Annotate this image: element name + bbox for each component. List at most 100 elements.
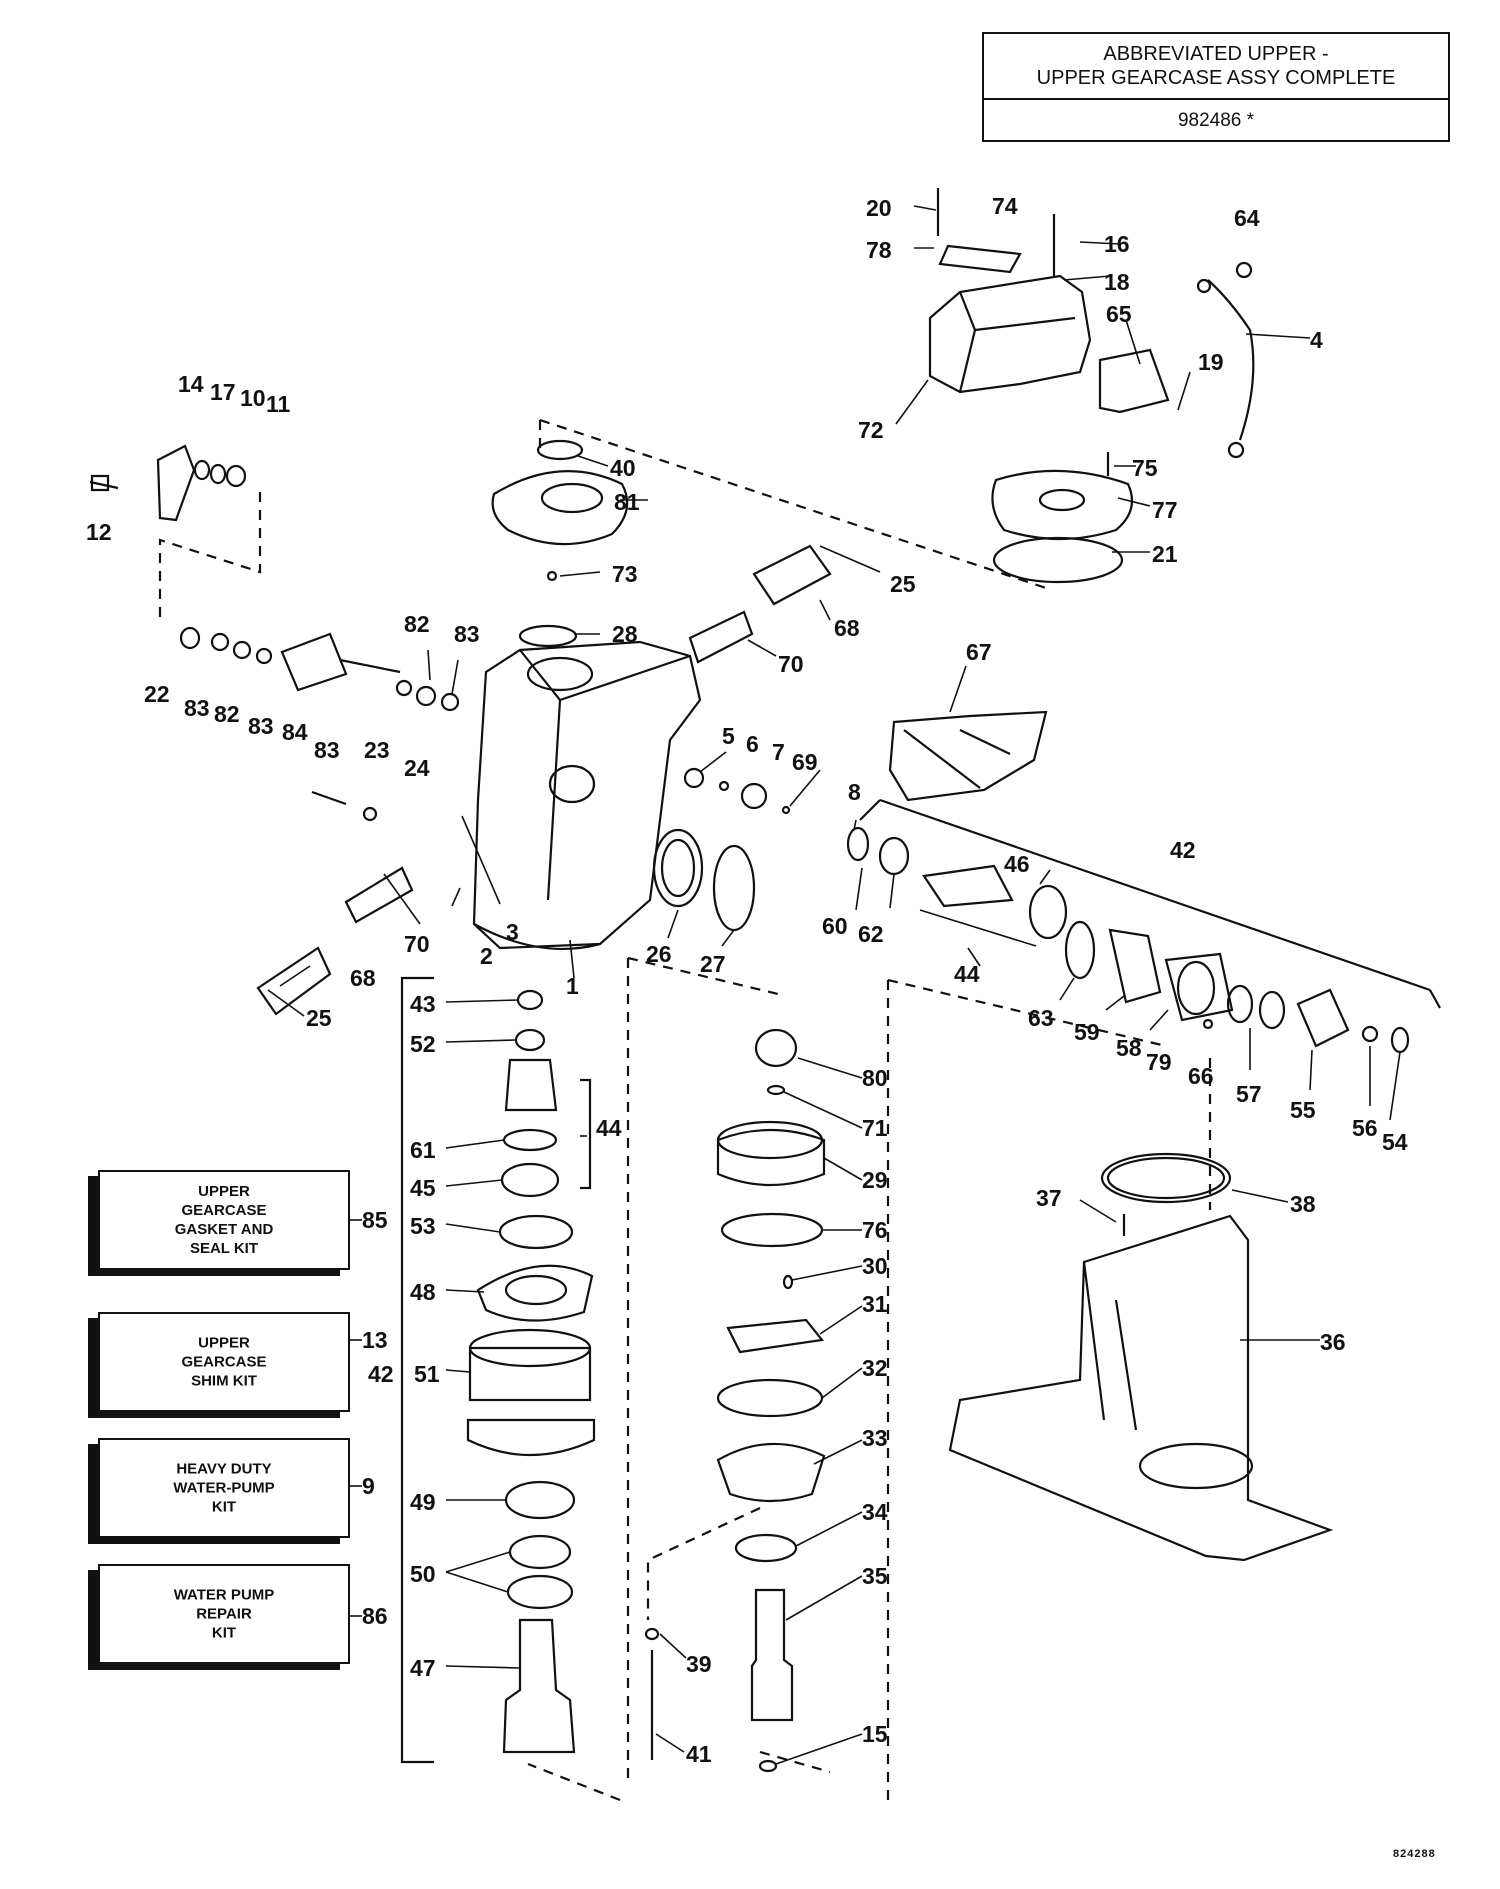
callout-26: 26 xyxy=(646,941,672,967)
callout-65: 65 xyxy=(1106,301,1132,327)
o-ring-53 xyxy=(498,1214,574,1250)
callout-8: 8 xyxy=(848,779,861,805)
washer-60 xyxy=(846,826,870,862)
callout-17: 17 xyxy=(210,379,236,405)
gear-housing-1 xyxy=(472,640,702,950)
callout-2: 2 xyxy=(480,943,493,969)
assembly-title-box: ABBREVIATED UPPER - UPPER GEARCASE ASSY … xyxy=(982,32,1450,142)
figure-code: 824288 xyxy=(1393,1848,1436,1860)
callout-71: 71 xyxy=(862,1115,888,1141)
decal-74 xyxy=(938,244,1022,274)
assembly-title: ABBREVIATED UPPER - UPPER GEARCASE ASSY … xyxy=(984,42,1448,90)
callout-59: 59 xyxy=(1074,1019,1100,1045)
callout-42-left: 42 xyxy=(368,1361,394,1387)
bracket-67 xyxy=(888,710,1048,802)
callout-49: 49 xyxy=(410,1489,436,1515)
callout-83-top: 83 xyxy=(454,621,480,647)
shift-arm-14 xyxy=(156,444,196,522)
bearing-46 xyxy=(1028,884,1068,940)
callout-78: 78 xyxy=(866,237,892,263)
cover-68-bottom xyxy=(256,946,332,1016)
pump-plate-77 xyxy=(991,469,1134,541)
callout-18: 18 xyxy=(1104,269,1130,295)
callout-40: 40 xyxy=(610,455,636,481)
cover-68-top xyxy=(752,544,832,606)
callout-32: 32 xyxy=(862,1355,888,1381)
callout-30: 30 xyxy=(862,1253,888,1279)
callout-57: 57 xyxy=(1236,1081,1262,1107)
washer-28 xyxy=(518,624,578,648)
title-divider xyxy=(984,98,1448,100)
gasket-70-bottom xyxy=(344,866,414,924)
pinion-shaft-44 xyxy=(922,864,1014,908)
gasket-70-top xyxy=(688,610,754,664)
callout-24: 24 xyxy=(404,755,430,781)
callout-28: 28 xyxy=(612,621,638,647)
callout-55: 55 xyxy=(1290,1097,1316,1123)
callout-35: 35 xyxy=(862,1563,888,1589)
callout-46: 46 xyxy=(1004,851,1030,877)
kit-label: WATER PUMP REPAIR KIT xyxy=(173,1586,275,1642)
bearing-housing-51 xyxy=(468,1346,592,1402)
callout-23: 23 xyxy=(364,737,390,763)
callout-67: 67 xyxy=(966,639,992,665)
callout-44-left: 44 xyxy=(596,1115,622,1141)
callout-54: 54 xyxy=(1382,1129,1408,1155)
callout-6: 6 xyxy=(746,731,759,757)
seal-26 xyxy=(652,828,704,908)
callout-25: 25 xyxy=(890,571,916,597)
callout-52: 52 xyxy=(410,1031,436,1057)
callout-62: 62 xyxy=(858,921,884,947)
callout-16: 16 xyxy=(1104,231,1130,257)
kit-ref-13: 13 xyxy=(362,1327,388,1353)
callout-45: 45 xyxy=(410,1175,436,1201)
callout-60: 60 xyxy=(822,913,848,939)
callout-39: 39 xyxy=(686,1651,712,1677)
assembly-part-number: 982486 * xyxy=(1177,110,1255,131)
callout-5: 5 xyxy=(722,723,735,749)
callout-3: 3 xyxy=(506,919,519,945)
seal-80 xyxy=(754,1028,798,1068)
callout-53: 53 xyxy=(410,1213,436,1239)
callout-25-bottom: 25 xyxy=(306,1005,332,1031)
callout-29: 29 xyxy=(862,1167,888,1193)
kit-label: UPPER GEARCASE GASKET AND SEAL KIT xyxy=(174,1183,274,1257)
pump-housing-29 xyxy=(716,1128,826,1187)
callout-43: 43 xyxy=(410,991,436,1017)
gear-81 xyxy=(491,470,629,546)
kit-box-shim: UPPER GEARCASE SHIM KIT xyxy=(98,1312,350,1412)
gasket-48 xyxy=(476,1264,594,1322)
callout-20: 20 xyxy=(866,195,892,221)
callout-38: 38 xyxy=(1290,1191,1316,1217)
callout-61: 61 xyxy=(410,1137,436,1163)
callout-64: 64 xyxy=(1234,205,1260,231)
callout-41: 41 xyxy=(686,1741,712,1767)
bearing-49 xyxy=(504,1480,576,1520)
callout-75: 75 xyxy=(1132,455,1158,481)
callout-33: 33 xyxy=(862,1425,888,1451)
o-ring-27 xyxy=(712,844,756,932)
worm-shaft-84 xyxy=(280,632,348,692)
callout-76: 76 xyxy=(862,1217,888,1243)
o-ring-63 xyxy=(1064,920,1096,980)
callout-63: 63 xyxy=(1028,1005,1054,1031)
exhaust-housing-36 xyxy=(948,1214,1334,1562)
callout-15: 15 xyxy=(862,1721,888,1747)
gasket-59 xyxy=(1108,928,1162,1004)
callout-68-bottom: 68 xyxy=(350,965,376,991)
callout-77: 77 xyxy=(1152,497,1178,523)
o-ring-76 xyxy=(720,1212,824,1248)
seal-34 xyxy=(734,1533,798,1563)
callout-34: 34 xyxy=(862,1499,888,1525)
callout-1: 1 xyxy=(566,973,579,999)
callout-37: 37 xyxy=(1036,1185,1062,1211)
callout-31: 31 xyxy=(862,1291,888,1317)
callout-82-top: 82 xyxy=(404,611,430,637)
callout-14: 14 xyxy=(178,371,204,397)
plate-32 xyxy=(716,1378,824,1418)
o-ring-21 xyxy=(992,536,1124,584)
callout-21: 21 xyxy=(1152,541,1178,567)
callout-7: 7 xyxy=(772,739,785,765)
retainer-58 xyxy=(1164,952,1234,1022)
